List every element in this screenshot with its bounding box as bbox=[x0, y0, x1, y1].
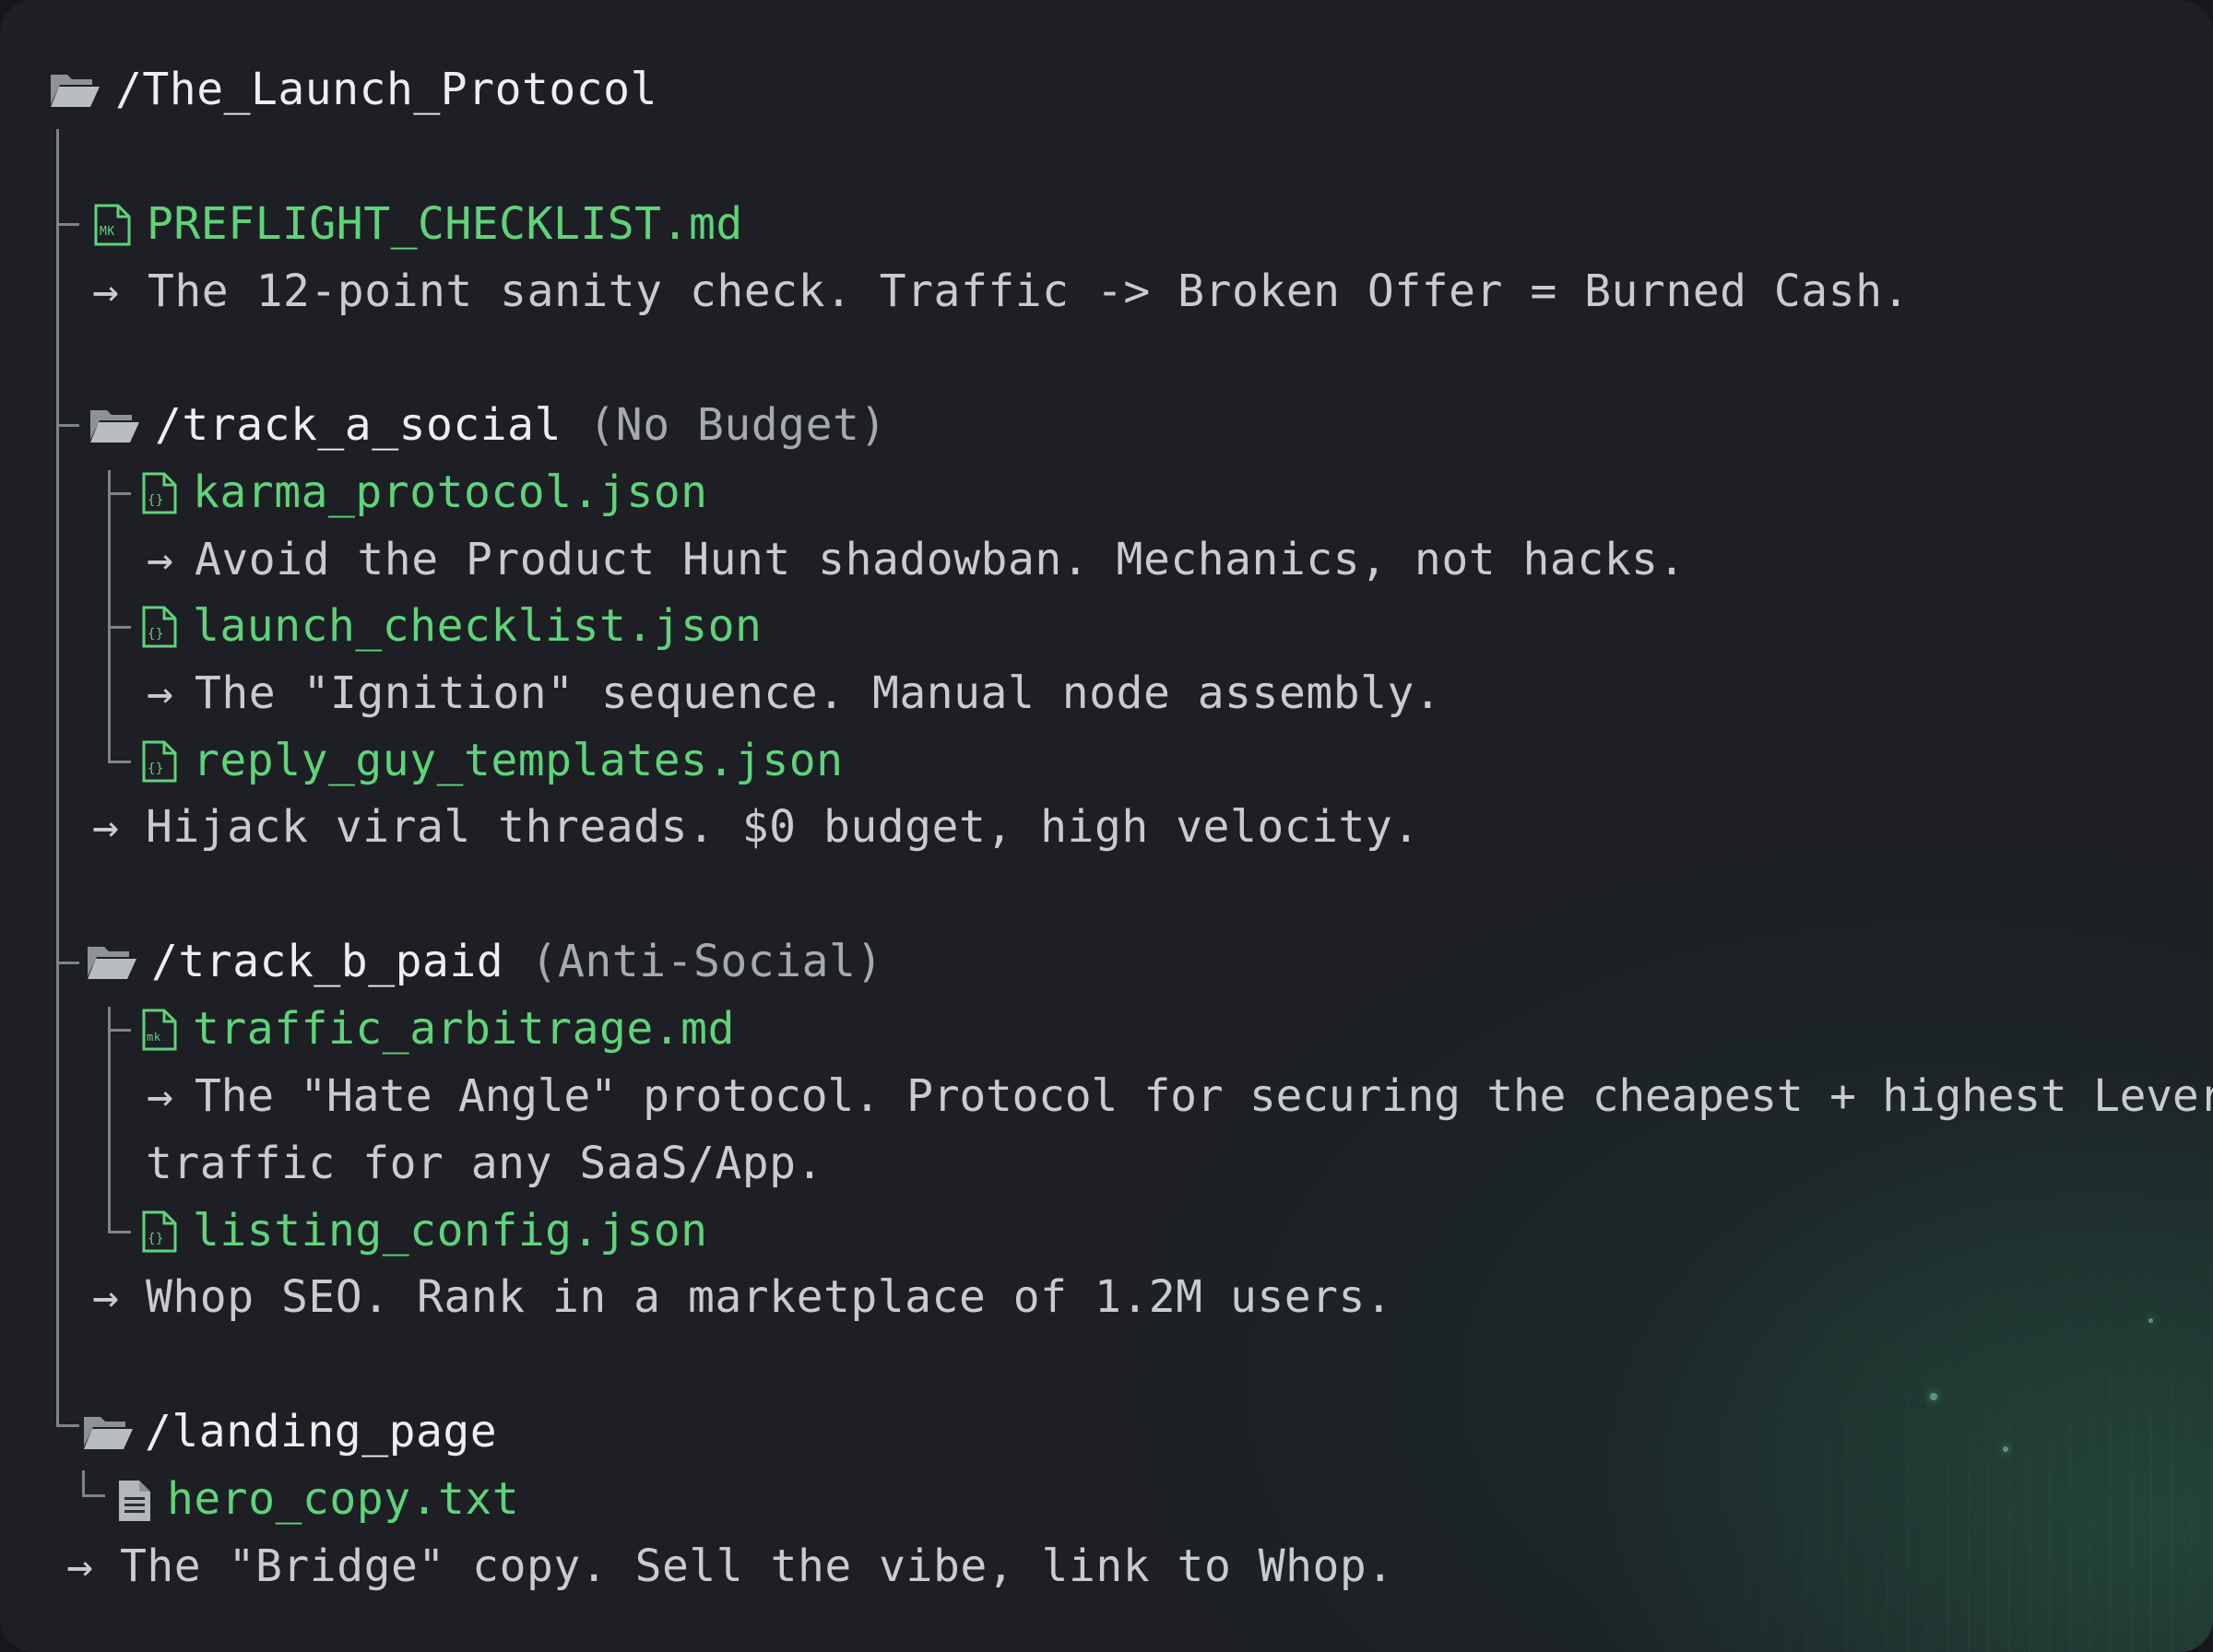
track-b-folder-note: (Anti-Social) bbox=[530, 936, 883, 987]
tree-guide-line-track-b bbox=[108, 1007, 111, 1233]
json-file-icon: {} bbox=[142, 740, 177, 783]
arrow-icon: → bbox=[147, 534, 174, 585]
reply-guy-description: Hijack viral threads. $0 budget, high ve… bbox=[146, 801, 1420, 853]
background-spark bbox=[2148, 1318, 2153, 1323]
folder-open-icon bbox=[88, 947, 136, 979]
karma-description: Avoid the Product Hunt shadowban. Mechan… bbox=[195, 534, 1686, 585]
listing-config-description-row: → Whop SEO. Rank in a marketplace of 1.2… bbox=[92, 1264, 1392, 1330]
markdown-file-icon: MK bbox=[94, 204, 131, 246]
tree-guide-branch bbox=[108, 1029, 131, 1032]
traffic-arbitrage-file-name: traffic_arbitrage.md bbox=[193, 1003, 735, 1055]
tree-guide-branch bbox=[108, 492, 131, 495]
arrow-icon: → bbox=[66, 1540, 94, 1592]
track-a-folder-name: /track_a_social bbox=[155, 399, 562, 451]
karma-file-name: karma_protocol.json bbox=[193, 466, 708, 518]
background-spark bbox=[2003, 1446, 2008, 1452]
markdown-file-icon: mk bbox=[142, 1009, 177, 1051]
arrow-icon: → bbox=[92, 266, 120, 317]
folder-open-icon bbox=[84, 1417, 133, 1449]
hero-copy-file-name: hero_copy.txt bbox=[167, 1473, 520, 1525]
traffic-arbitrage-description: The "Hate Angle" protocol. Protocol for … bbox=[195, 1070, 2213, 1122]
traffic-arbitrage-description-continued-row: traffic for any SaaS/App. bbox=[146, 1130, 823, 1197]
tree-guide-branch bbox=[56, 424, 79, 427]
preflight-description: The 12-point sanity check. Traffic -> Br… bbox=[148, 266, 1910, 317]
tree-guide-branch bbox=[56, 223, 79, 226]
text-file-icon bbox=[119, 1481, 150, 1521]
tree-guide-branch bbox=[56, 1424, 79, 1427]
svg-text:{}: {} bbox=[148, 493, 164, 508]
reply-guy-description-row: → Hijack viral threads. $0 budget, high … bbox=[92, 794, 1419, 860]
svg-text:mk: mk bbox=[147, 1031, 161, 1044]
folder-open-icon bbox=[51, 75, 100, 107]
tree-guide-branch bbox=[108, 1231, 131, 1233]
root-folder-name: /The_Launch_Protocol bbox=[115, 64, 657, 115]
arrow-icon: → bbox=[92, 1271, 120, 1323]
tree-guide-line-landing bbox=[82, 1470, 85, 1496]
hero-copy-description-row: → The "Bridge" copy. Sell the vibe, link… bbox=[66, 1533, 1393, 1599]
arrow-icon: → bbox=[92, 801, 120, 853]
track-b-folder-name: /track_b_paid bbox=[151, 936, 504, 987]
launch-checklist-description: The "Ignition" sequence. Manual node ass… bbox=[195, 667, 1442, 719]
tree-guide-line-main bbox=[56, 129, 59, 1424]
hero-copy-description: The "Bridge" copy. Sell the vibe, link t… bbox=[120, 1540, 1394, 1592]
arrow-icon: → bbox=[147, 667, 174, 719]
reply-guy-file-name: reply_guy_templates.json bbox=[193, 735, 844, 786]
arrow-icon: → bbox=[147, 1070, 174, 1122]
tree-guide-branch bbox=[82, 1494, 105, 1497]
preflight-file-name: PREFLIGHT_CHECKLIST.md bbox=[147, 198, 743, 250]
launch-checklist-file-name: launch_checklist.json bbox=[193, 600, 763, 652]
landing-page-folder-name: /landing_page bbox=[145, 1406, 498, 1457]
json-file-icon: {} bbox=[142, 472, 177, 514]
tree-guide-branch bbox=[108, 761, 131, 763]
svg-text:{}: {} bbox=[148, 627, 164, 642]
svg-text:{}: {} bbox=[148, 761, 164, 776]
json-file-icon: {} bbox=[142, 606, 177, 648]
background-spark bbox=[1930, 1393, 1937, 1400]
svg-text:{}: {} bbox=[148, 1232, 164, 1246]
preflight-description-row: → The 12-point sanity check. Traffic -> … bbox=[92, 258, 1909, 324]
folder-open-icon bbox=[90, 410, 139, 442]
listing-config-file-name: listing_config.json bbox=[193, 1205, 708, 1257]
traffic-arbitrage-description-continued: traffic for any SaaS/App. bbox=[146, 1138, 823, 1189]
tree-guide-branch bbox=[108, 626, 131, 629]
tree-guide-branch bbox=[56, 962, 79, 964]
listing-config-description: Whop SEO. Rank in a marketplace of 1.2M … bbox=[146, 1271, 1393, 1323]
json-file-icon: {} bbox=[142, 1210, 177, 1253]
tree-guide-line-track-a bbox=[108, 470, 111, 763]
svg-text:MK: MK bbox=[100, 225, 115, 239]
track-a-folder-note: (No Budget) bbox=[588, 399, 887, 451]
